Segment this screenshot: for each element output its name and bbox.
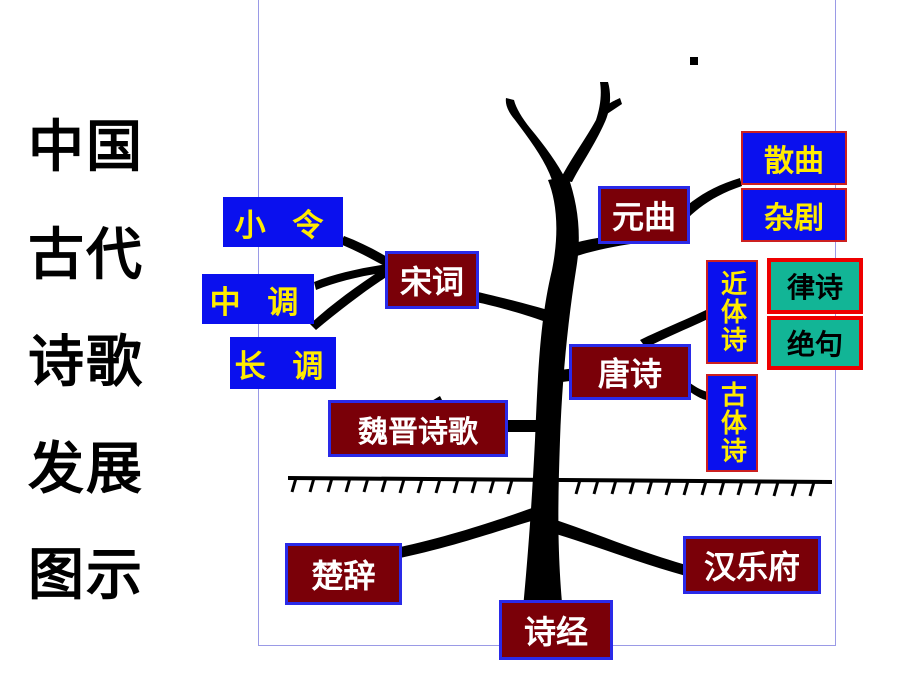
tree-branch-weijin [508,420,536,432]
node-tangshi: 唐诗 [569,344,691,400]
node-changdiao: 长 调 [230,337,336,389]
title-line-2: 古代 [28,223,144,288]
leaf-dot [690,57,698,65]
tree-root-right [556,520,690,576]
tree-branch-top-left [505,98,566,180]
title-line-4: 发展 [28,437,144,502]
node-zhongdiao: 中 调 [202,274,314,324]
node-zaju: 杂剧 [741,188,847,242]
node-guti: 古体诗 [706,374,758,472]
ground-ticks [290,477,816,497]
node-yuanqu: 元曲 [598,186,690,244]
tree-branch-tangshi-up [640,310,710,348]
node-hanyuefu: 汉乐府 [683,536,821,594]
tree-trunk [520,176,579,640]
tree-branch-top-right [560,82,611,182]
title-line-1: 中国 [28,115,144,180]
tree-branch-songci [476,292,548,322]
ground-line [287,476,833,484]
title-line-3: 诗歌 [28,330,144,395]
node-lvshi: 律诗 [767,258,863,314]
tree-branch-songci-twigs [340,236,392,268]
tree-twig-top [600,98,622,116]
node-sanqu: 散曲 [741,131,847,185]
node-weijin: 魏晋诗歌 [328,400,508,457]
tree-branch-songci-twig-3 [310,268,388,330]
tree-branch-songci-twig-2 [314,264,388,290]
node-shijing: 诗经 [499,600,613,660]
node-jinti: 近体诗 [706,260,758,364]
title-line-5: 图示 [28,543,144,608]
node-chuci: 楚辞 [285,543,402,605]
node-xiaoling: 小 令 [223,197,343,247]
tree-root-left [396,508,535,558]
node-songci: 宋词 [385,251,479,309]
node-jueju: 绝句 [767,316,863,370]
